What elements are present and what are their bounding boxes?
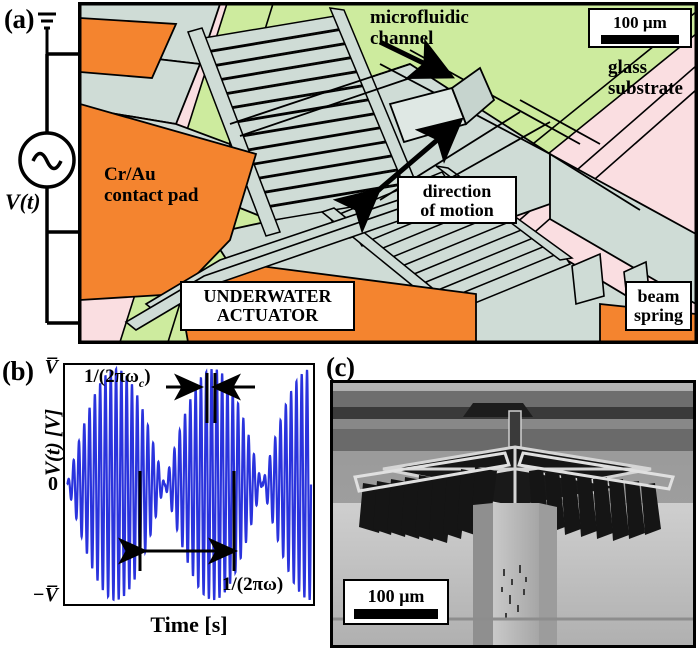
waveform-trace [66,365,313,602]
panel-a-schematic [78,2,698,344]
contact-pad-main [80,103,258,301]
sem-pillar-shadow-right [539,503,557,645]
panel-a-letter: (a) [4,4,34,34]
sem-tether [508,410,522,448]
sem-debris [501,565,527,619]
sem-center-pillar [493,503,539,645]
underwater-actuator-label: UNDERWATER ACTUATOR [180,281,355,331]
drive-circuit [18,12,78,325]
y-tick-bottom: −V̅ [32,584,58,606]
sem-top-notch [463,403,533,417]
direction-of-motion-label: direction of motion [397,176,517,224]
carrier-period-annotation [166,373,255,423]
channel-flow-arrow [378,38,455,79]
y-tick-zero: 0 [48,473,58,495]
contact-pad-label: Cr/Au contact pad [104,164,199,206]
envelope-period-annotation [118,471,238,571]
sem-micrograph [333,383,693,645]
sem-comb-left-spine [353,451,511,493]
scale-bar-line [354,608,438,619]
beam-spring-label: beam spring [625,281,692,331]
panel-a-scale-bar: 100 µm [588,8,692,48]
ground-icon [38,12,56,54]
panel-c-scale-bar: 100 µm [343,579,449,625]
scale-bar-line [601,34,679,44]
glass-substrate-label: glass substrate [608,57,683,99]
contact-pad-top [80,17,178,79]
am-waveform-path [66,365,313,602]
panel-c-sem-image: 100 µm [330,380,696,648]
panel-b-y-axis-label: V(t) [V] [40,408,65,477]
sem-comb-right [529,469,661,541]
direction-of-motion-arrow [332,117,464,234]
actuator-schematic [80,4,696,342]
panel-b-letter: (b) [2,356,34,386]
panel-b-x-axis-label: Time [s] [150,612,228,637]
panel-c-letter: (c) [326,352,355,382]
y-tick-top: V̅ [44,356,58,378]
ac-source-icon [18,131,76,189]
sem-pillar-shadow-left [473,503,493,645]
carrier-period-label: 1/(2πωc) [84,366,151,390]
sem-band-1 [333,391,693,407]
panel-b-waveform-plot [63,363,315,606]
waveform-svg [66,365,313,602]
microfluidic-channel-label: microfluidic channel [370,7,469,49]
frame-beams [229,49,641,211]
envelope-period-label: 1/(2πω) [222,574,284,595]
voltage-source-label: V(t) [5,189,41,214]
sem-comb-right-spine [517,451,675,491]
